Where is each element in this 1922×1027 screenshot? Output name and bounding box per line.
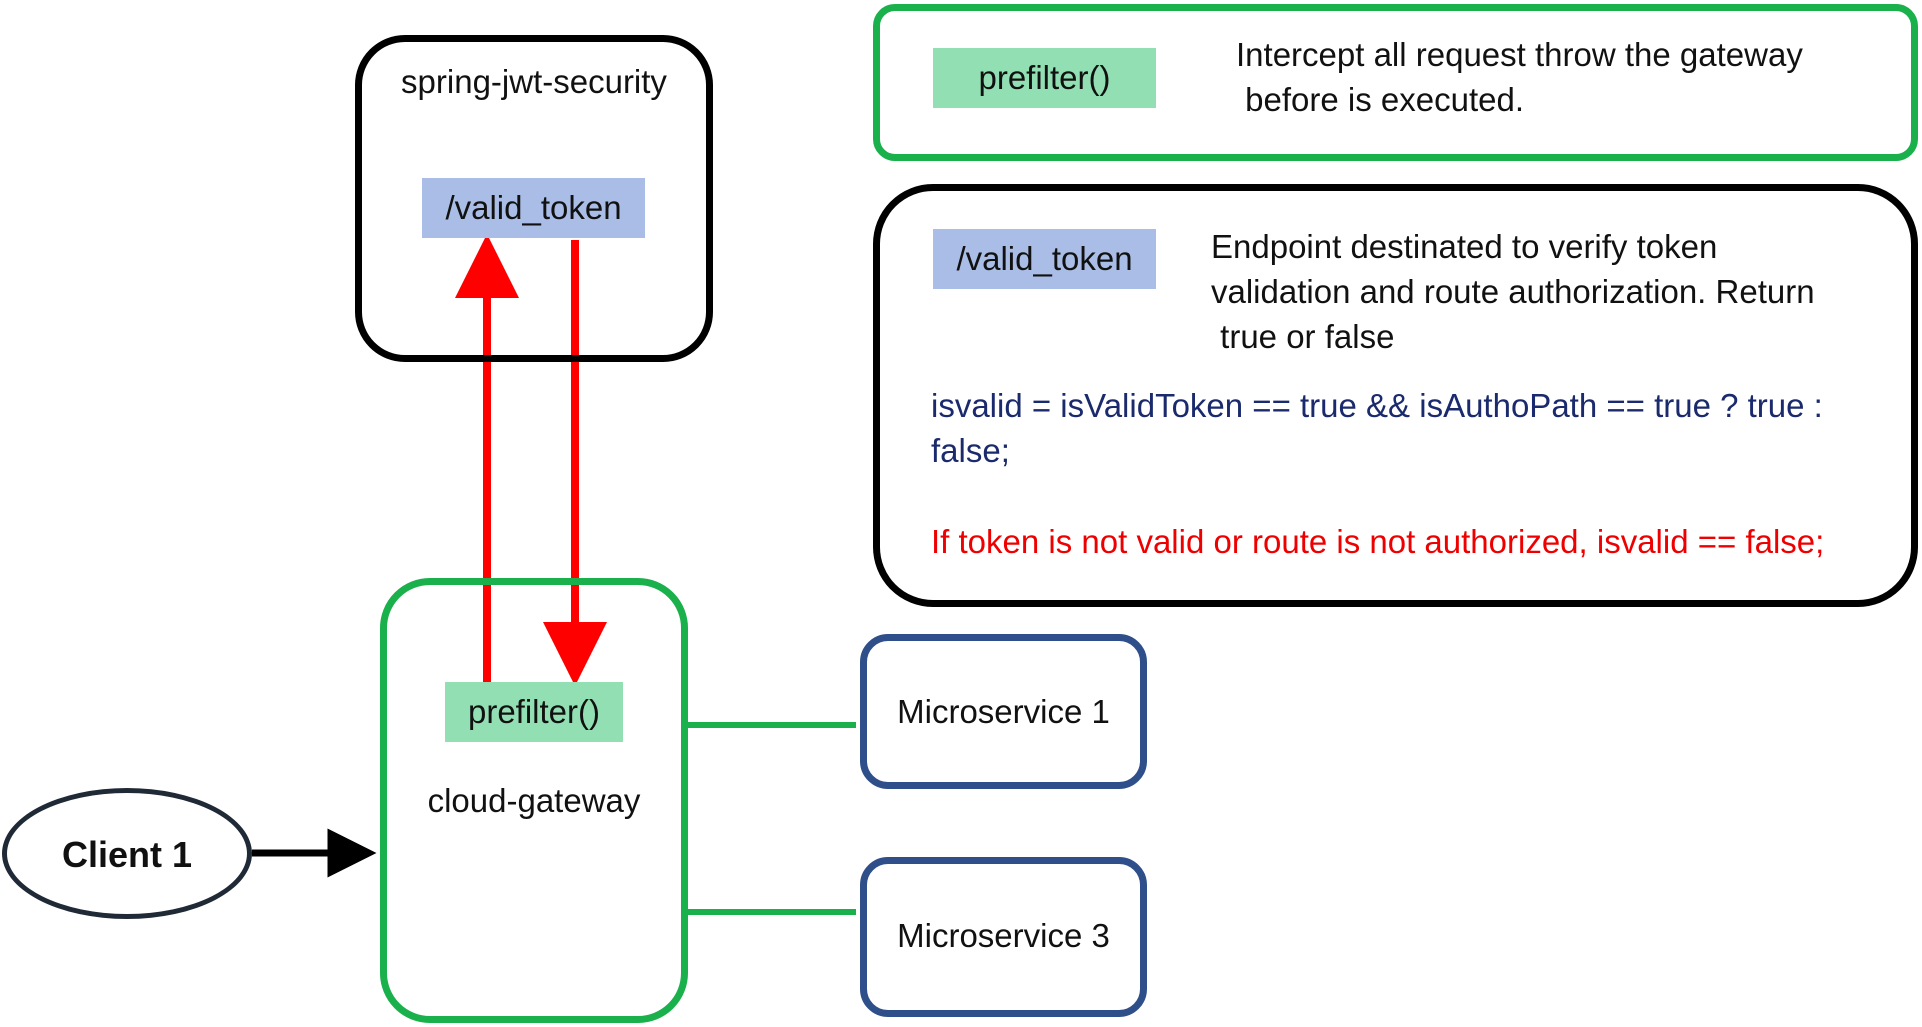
legend-prefilter-box: [873, 4, 1918, 161]
microservice-3-box[interactable]: [860, 857, 1147, 1017]
legend-valid-token-code: isvalid = isValidToken == true && isAuth…: [931, 387, 1823, 469]
legend-valid-token-description: Endpoint destinated to verify token vali…: [1211, 228, 1815, 355]
auth-endpoint-tag: /valid_token: [422, 178, 645, 238]
microservice-3-label: Microservice 3: [897, 917, 1110, 954]
legend-prefilter-tag: prefilter(): [933, 48, 1156, 108]
gateway-box: [380, 578, 688, 1023]
client-label: Client 1: [61, 834, 193, 875]
legend-valid-token-tag: /valid_token: [933, 229, 1156, 289]
auth-service-title: spring-jwt-security: [401, 63, 667, 100]
legend-valid-token-warning: If token is not valid or route is not au…: [931, 523, 1825, 560]
gateway-title: cloud-gateway: [427, 782, 641, 819]
auth-service-box: [355, 35, 713, 362]
microservice-1-label: Microservice 1: [897, 693, 1110, 730]
legend-prefilter-description: Intercept all request throw the gateway …: [1236, 36, 1803, 118]
microservice-1-box[interactable]: [860, 634, 1147, 789]
gateway-prefilter-tag: prefilter(): [445, 682, 623, 742]
client-node[interactable]: [2, 788, 252, 919]
legend-valid-token-box: [873, 184, 1918, 607]
